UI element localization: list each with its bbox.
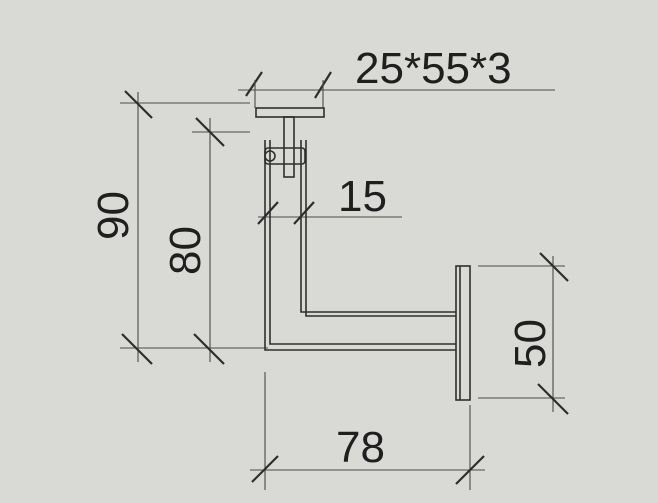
dim-overall-width: 78 [250,372,485,490]
dim-tick [121,333,153,365]
dim-tick [539,252,569,282]
right-plate [455,265,471,401]
dim-plate-height: 50 [478,252,569,415]
arm-inner-edge-b [300,140,456,313]
dim-tick [257,201,279,225]
dim-tick [195,117,225,147]
dim-tick [251,455,279,483]
dim-tick [193,333,225,365]
arm-outer-edge-inner [269,140,456,345]
arm-outer-edge [264,140,456,351]
dim-arm-height: 80 [161,117,250,365]
stem-bolt [283,116,295,178]
dim-tick [124,90,153,119]
dim-tick [537,383,569,415]
label-plate-height: 50 [506,319,555,368]
label-top-section: 25*55*3 [355,44,512,93]
dim-tick [245,71,263,97]
top-plate [255,107,325,118]
label-overall-width: 78 [336,423,385,472]
arm-inner-edge [305,140,456,317]
bracket-part [255,107,471,401]
dim-tick [293,201,315,225]
label-arm-width: 15 [338,172,387,221]
label-arm-height: 80 [161,226,210,275]
dim-tick [455,455,485,485]
dim-top-section: 25*55*3 [238,44,555,108]
dim-arm-width: 15 [257,172,402,225]
dim-overall-height: 90 [89,90,268,365]
label-overall-height: 90 [89,191,138,240]
